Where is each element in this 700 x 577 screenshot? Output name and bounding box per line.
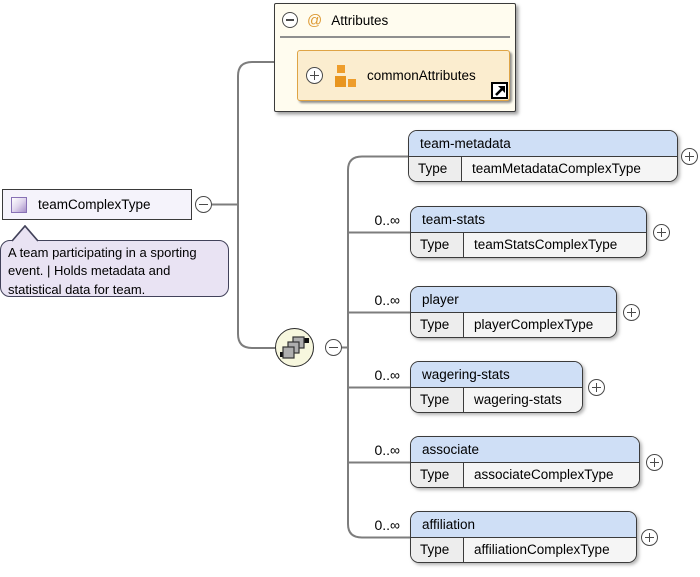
- element-name: associate: [411, 437, 639, 463]
- attributes-panel: @ Attributes commonAttributes: [274, 3, 516, 112]
- occurrence-label: 0..∞: [374, 292, 400, 308]
- attribute-group-expand-toggle[interactable]: [306, 67, 323, 84]
- type-label: Type: [411, 388, 464, 412]
- element-name: affiliation: [411, 512, 636, 538]
- minus-icon: [329, 346, 338, 349]
- type-label: Type: [411, 538, 464, 562]
- sequence-collapse-toggle[interactable]: [325, 339, 342, 356]
- type-value: playerComplexType: [464, 313, 616, 337]
- occurrence-label: 0..∞: [374, 517, 400, 533]
- element-box-associate[interactable]: associate Type associateComplexType: [410, 436, 640, 488]
- type-label: Type: [411, 313, 464, 337]
- plus-icon: [688, 152, 691, 161]
- type-value: teamMetadataComplexType: [462, 157, 677, 181]
- expand-toggle-wagering-stats[interactable]: [588, 379, 605, 396]
- attributes-collapse-toggle[interactable]: [282, 12, 298, 28]
- attribute-group-commonAttributes[interactable]: commonAttributes: [297, 50, 510, 101]
- expand-toggle-team-stats[interactable]: [653, 224, 670, 241]
- minus-icon: [286, 19, 294, 21]
- attribute-group-icon: [335, 64, 356, 87]
- occurrence-label: 0..∞: [374, 212, 400, 228]
- element-box-affiliation[interactable]: affiliation Type affiliationComplexType: [410, 511, 637, 563]
- plus-icon: [660, 228, 663, 237]
- type-label: Type: [409, 157, 462, 181]
- occurrence-label: 0..∞: [374, 442, 400, 458]
- element-box-team-stats[interactable]: team-stats Type teamStatsComplexType: [410, 206, 647, 258]
- plus-icon: [595, 383, 598, 392]
- element-name: wagering-stats: [411, 362, 582, 388]
- tooltip-pointer: [11, 225, 39, 242]
- plus-icon: [630, 308, 633, 317]
- type-value: associateComplexType: [464, 463, 639, 487]
- attributes-separator: [280, 36, 510, 38]
- attributes-header: @ Attributes: [275, 4, 515, 36]
- sequence-icon: [280, 336, 309, 359]
- type-label: Type: [411, 463, 464, 487]
- complex-type-icon: [11, 196, 27, 213]
- root-title: teamComplexType: [38, 197, 151, 212]
- expand-toggle-affiliation[interactable]: [641, 529, 658, 546]
- type-value: affiliationComplexType: [464, 538, 636, 562]
- element-box-player[interactable]: player Type playerComplexType: [410, 286, 617, 338]
- type-value: teamStatsComplexType: [464, 233, 646, 257]
- at-icon: @: [307, 11, 323, 29]
- element-box-team-metadata[interactable]: team-metadata Type teamMetadataComplexTy…: [408, 130, 678, 182]
- type-value: wagering-stats: [464, 388, 582, 412]
- plus-icon: [313, 71, 316, 80]
- element-name: team-stats: [411, 207, 646, 233]
- root-collapse-toggle[interactable]: [195, 196, 212, 213]
- element-name: player: [411, 287, 616, 313]
- attributes-title: Attributes: [331, 12, 389, 28]
- expand-toggle-associate[interactable]: [646, 454, 663, 471]
- occurrence-label: 0..∞: [374, 367, 400, 383]
- type-label: Type: [411, 233, 464, 257]
- plus-icon: [653, 458, 656, 467]
- tooltip-text: A team participating in a sporting event…: [8, 245, 197, 297]
- sequence-compositor[interactable]: [275, 328, 314, 367]
- root-complex-type-box[interactable]: teamComplexType: [2, 189, 192, 220]
- expand-toggle-player[interactable]: [623, 304, 640, 321]
- expand-toggle-team-metadata[interactable]: [681, 148, 698, 165]
- root-documentation-tooltip: A team participating in a sporting event…: [0, 240, 229, 297]
- element-name: team-metadata: [409, 131, 677, 157]
- plus-icon: [648, 533, 651, 542]
- minus-icon: [199, 203, 208, 206]
- link-arrow-icon[interactable]: [491, 82, 508, 99]
- attribute-group-label: commonAttributes: [367, 68, 476, 83]
- element-box-wagering-stats[interactable]: wagering-stats Type wagering-stats: [410, 361, 583, 413]
